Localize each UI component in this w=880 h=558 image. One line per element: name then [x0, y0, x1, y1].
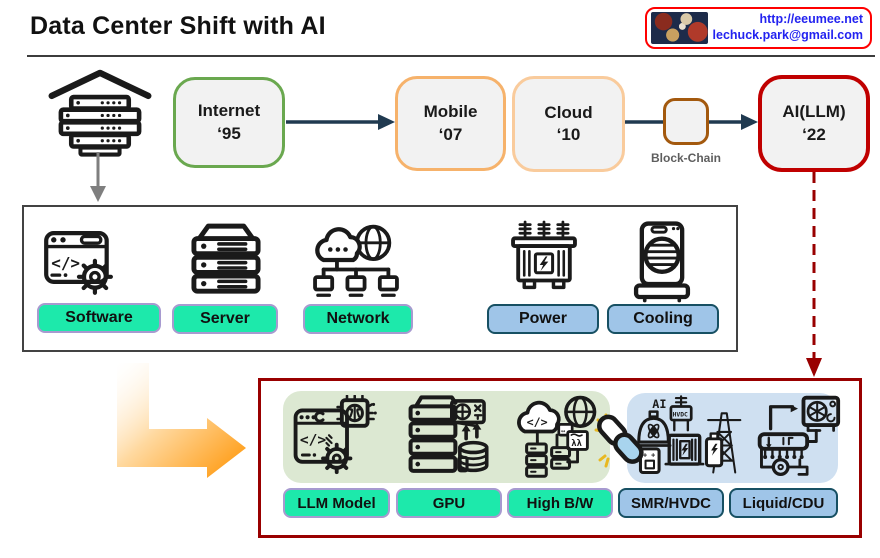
title-divider: [27, 55, 875, 57]
site-link[interactable]: http://eeumee.net: [759, 12, 864, 27]
svg-text:↔: ↔: [561, 426, 566, 435]
author-avatar: [651, 12, 708, 44]
cooling-icon: [633, 221, 691, 303]
liquid-cdu-icon: [757, 395, 841, 476]
svg-text:HVDC: HVDC: [673, 412, 688, 419]
down-arrow: [90, 152, 106, 202]
svg-text:</>: </>: [300, 432, 327, 449]
arrow-internet-mobile: [286, 114, 395, 130]
timeline-box-mobile: Mobile ‘07: [395, 76, 506, 171]
timeline-year: ‘10: [556, 125, 581, 144]
chip-network: Network: [303, 304, 413, 334]
software-icon: </>: [44, 231, 113, 295]
timeline-year: ‘07: [438, 124, 463, 144]
smr-hvdc-icon: AI HVDC + +: [635, 395, 742, 475]
timeline-label: Mobile: [423, 102, 478, 122]
dashed-arrow-ai: [806, 172, 822, 377]
svg-text:</>: </>: [51, 253, 80, 272]
blockchain-label: Block-Chain: [650, 151, 721, 165]
chip-high-bw: High B/W: [507, 488, 613, 518]
chip-software: Software: [37, 303, 161, 333]
timeline-year: ‘95: [217, 123, 241, 143]
svg-text:+ +: + +: [643, 451, 655, 459]
chip-llm-model: LLM Model: [283, 488, 390, 518]
timeline-box-internet: Internet ‘95: [173, 77, 285, 168]
chip-cooling: Cooling: [607, 304, 719, 334]
svg-text:λλ: λλ: [571, 439, 582, 449]
blockchain-box: [663, 98, 709, 145]
chain-link-icon: [594, 413, 644, 468]
chip-gpu: GPU: [396, 488, 502, 518]
timeline-label: Internet: [197, 101, 261, 121]
chip-power: Power: [487, 304, 599, 334]
author-badge: http://eeumee.net lechuck.park@gmail.com: [645, 7, 872, 49]
power-icon: [511, 220, 577, 290]
timeline-year: ‘22: [802, 124, 826, 144]
chip-liquid-cdu: Liquid/CDU: [729, 488, 838, 518]
timeline-box-cloud: Cloud ‘10: [512, 76, 625, 172]
chip-smr-hvdc: SMR/HVDC: [618, 488, 724, 518]
page-title: Data Center Shift with AI: [30, 12, 326, 40]
shift-arrow: [117, 363, 246, 478]
datacenter-icon: [48, 69, 152, 157]
timeline-label: Cloud: [544, 102, 593, 122]
timeline-box-ai-llm: AI(LLM) ‘22: [758, 75, 870, 172]
high-bandwidth-icon: </> λλ ↔: [517, 395, 597, 478]
server-icon: [191, 223, 261, 294]
gpu-icon: [408, 395, 489, 473]
svg-text:</>: </>: [527, 415, 548, 429]
timeline-label: AI(LLM): [782, 102, 846, 122]
svg-text:AI: AI: [652, 397, 666, 411]
email-link[interactable]: lechuck.park@gmail.com: [712, 28, 863, 42]
llm-model-icon: </>: [293, 395, 377, 475]
chip-server: Server: [172, 304, 278, 334]
network-icon: [313, 224, 399, 297]
